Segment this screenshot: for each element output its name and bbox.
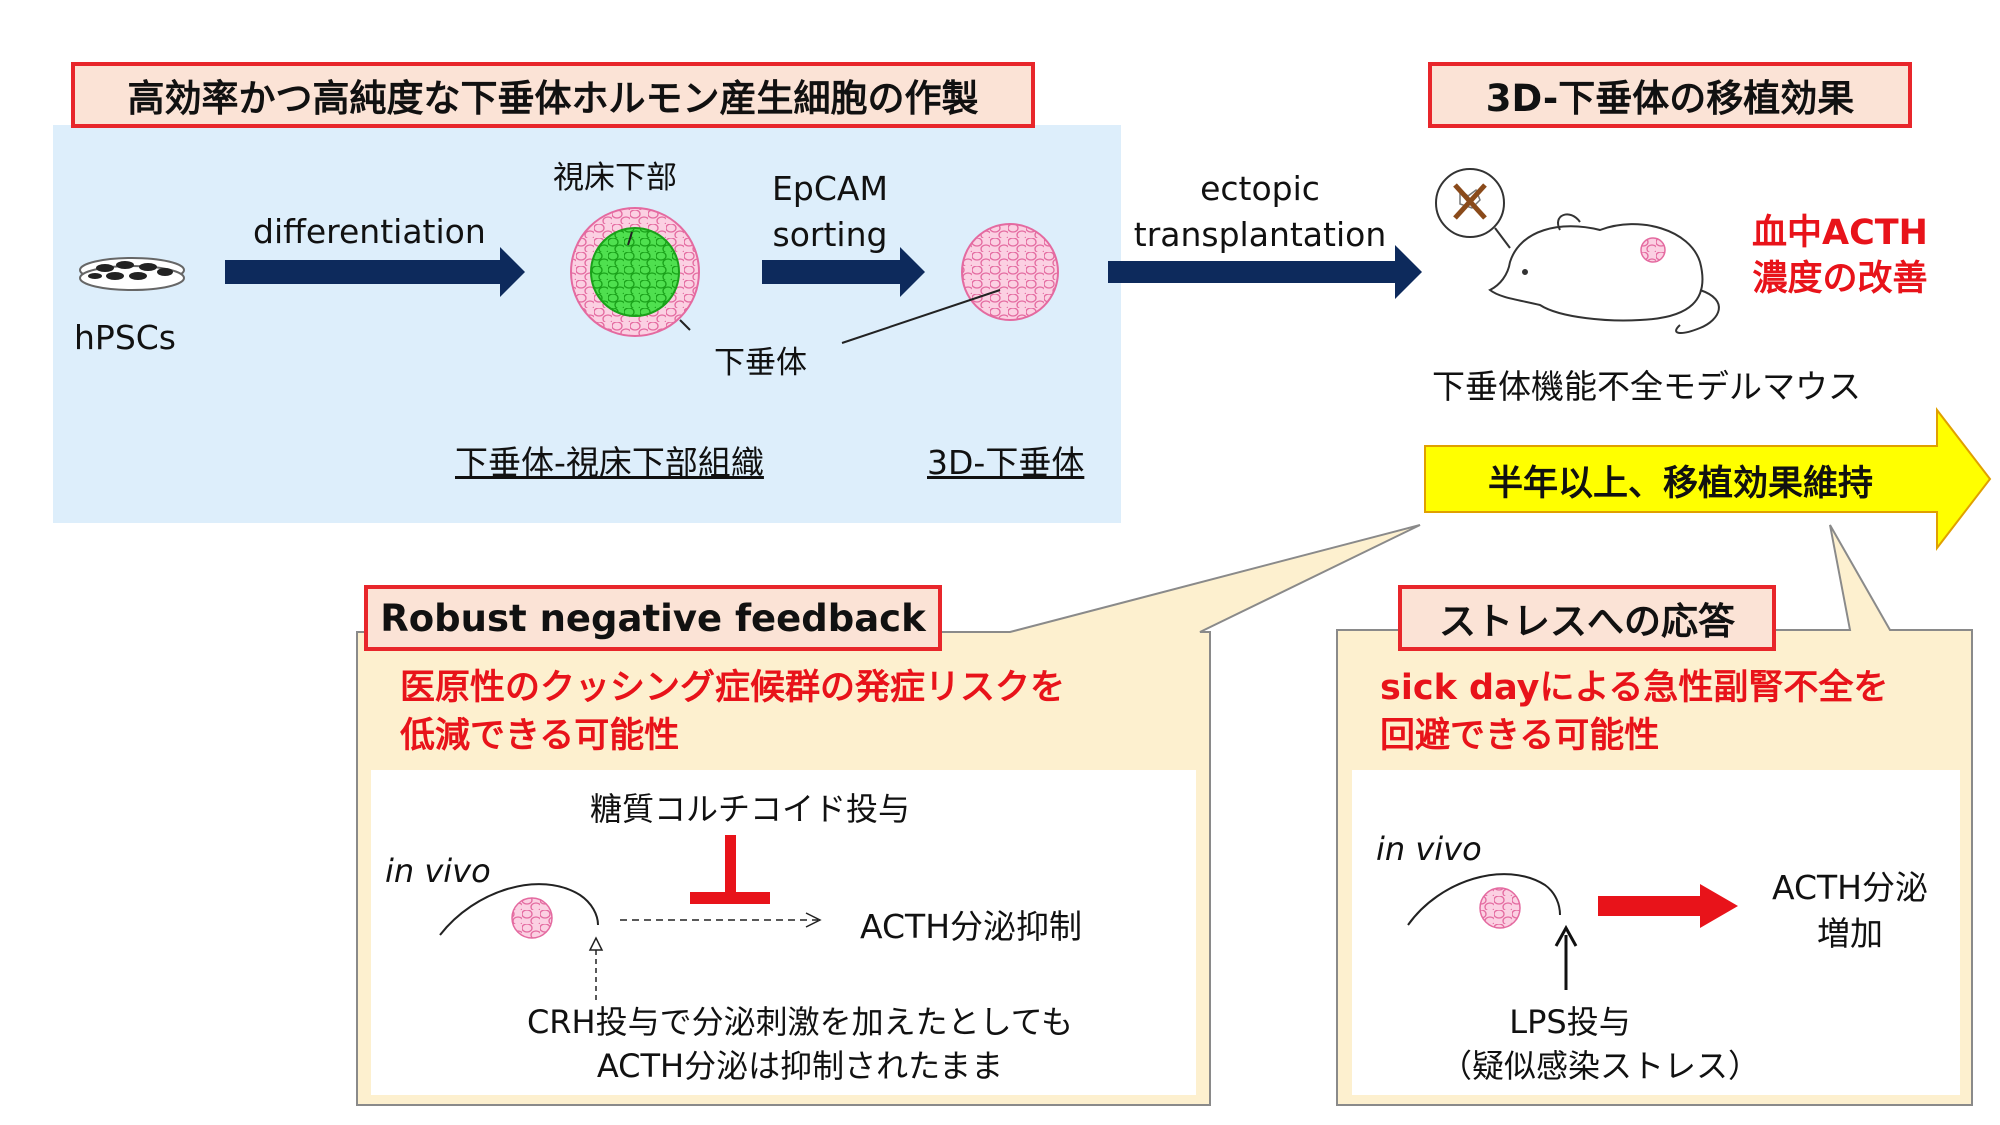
effect-maintained-arrow xyxy=(1424,407,1992,551)
in-vivo-label: in vivo xyxy=(385,852,491,890)
epcam-label: EpCAM xyxy=(772,169,888,208)
crh-note-line1: CRH投与で分泌刺激を加えたとしても xyxy=(526,1003,1074,1041)
mouse-icon xyxy=(1488,213,1720,334)
production-title: 高効率かつ高純度な下垂体ホルモン産生細胞の作製 xyxy=(71,62,1035,128)
transplantation-arrow xyxy=(1108,245,1422,299)
lps-label: LPS投与 （疑似感染ストレス） xyxy=(1440,1000,1761,1088)
secretion-arrowhead xyxy=(805,912,822,928)
lps-line2: （疑似感染ストレス） xyxy=(1440,1047,1761,1085)
negative-feedback-title: Robust negative feedback xyxy=(364,585,942,651)
transplantation-label: transplantation xyxy=(1133,215,1387,254)
blood-acth-line2: 濃度の改善 xyxy=(1752,259,1928,299)
acth-increase-line2: 増加 xyxy=(1817,914,1883,953)
ectopic-label: ectopic xyxy=(1200,169,1320,208)
acth-increase-label: ACTH分泌 増加 xyxy=(1750,865,1950,957)
effect-maintained-label: 半年以上、移植効果維持 xyxy=(1488,464,1874,504)
cushing-risk-line2: 低減できる可能性 xyxy=(400,716,680,756)
adrenal-crisis-line1: sick dayによる急性副腎不全を xyxy=(1380,668,1889,708)
sorting-label: sorting xyxy=(772,215,888,254)
crh-note-label: CRH投与で分泌刺激を加えたとしても ACTH分泌は抑制されたまま xyxy=(500,1000,1100,1088)
crh-note-line2: ACTH分泌は抑制されたまま xyxy=(596,1047,1004,1085)
stress-response-title: ストレスへの応答 xyxy=(1398,585,1776,651)
graft-icon xyxy=(1479,887,1521,929)
pituitary-label: 下垂体 xyxy=(714,345,807,381)
acth-increase-arrow xyxy=(1598,884,1738,928)
transplant-effect-title: 3D-下垂体の移植効果 xyxy=(1428,62,1912,128)
glucocorticoid-label: 糖質コルチコイド投与 xyxy=(590,790,911,828)
no-pituitary-bubble-icon xyxy=(1435,168,1511,249)
differentiation-panel xyxy=(53,125,1121,523)
callout-right-inner xyxy=(1352,770,1960,1095)
lps-arrowhead xyxy=(1554,924,1578,947)
hpscs-label: hPSCs xyxy=(74,318,176,357)
cushing-risk-line1: 医原性のクッシング症候群の発症リスクを xyxy=(400,668,1066,708)
pointer-line xyxy=(627,231,633,246)
crh-arrowhead xyxy=(588,936,604,951)
sorting-arrow xyxy=(762,247,925,297)
graft-icon xyxy=(511,897,553,939)
differentiation-arrow xyxy=(225,247,525,297)
hpsc-dish-icon xyxy=(79,257,185,291)
blood-acth-label: 血中ACTH 濃度の改善 xyxy=(1730,210,1950,302)
adrenal-crisis-label: sick dayによる急性副腎不全を 回避できる可能性 xyxy=(1380,664,1888,760)
acth-suppression-label: ACTH分泌抑制 xyxy=(860,907,1083,946)
in-vivo-label: in vivo xyxy=(1376,830,1482,868)
lps-line1: LPS投与 xyxy=(1509,1003,1631,1041)
body-outline-icon xyxy=(1407,873,1561,926)
blood-acth-line1: 血中ACTH xyxy=(1752,213,1928,253)
pituitary-3d-label: 3D-下垂体 xyxy=(927,443,1085,482)
differentiation-label: differentiation xyxy=(253,212,486,251)
adrenal-crisis-line2: 回避できる可能性 xyxy=(1380,716,1660,756)
mouse-model-label: 下垂体機能不全モデルマウス xyxy=(1432,367,1861,406)
cushing-risk-label: 医原性のクッシング症候群の発症リスクを 低減できる可能性 xyxy=(400,664,1065,760)
ectopic-transplantation-label: ectopic transplantation xyxy=(1120,166,1400,258)
inhibition-icon xyxy=(690,835,770,904)
acth-increase-line1: ACTH分泌 xyxy=(1771,868,1928,907)
hypothalamus-label: 視床下部 xyxy=(553,160,677,196)
callout-left-inner xyxy=(371,770,1196,1095)
pointer-line xyxy=(679,319,691,331)
transplant-site-icon xyxy=(1640,237,1666,263)
organoid-icon xyxy=(570,207,700,337)
pointer-line xyxy=(841,289,1001,344)
pituitary-3d-icon xyxy=(961,223,1059,321)
body-outline-icon xyxy=(439,883,599,936)
epcam-sorting-label: EpCAM sorting xyxy=(755,166,905,258)
tissue-label: 下垂体-視床下部組織 xyxy=(455,443,764,482)
